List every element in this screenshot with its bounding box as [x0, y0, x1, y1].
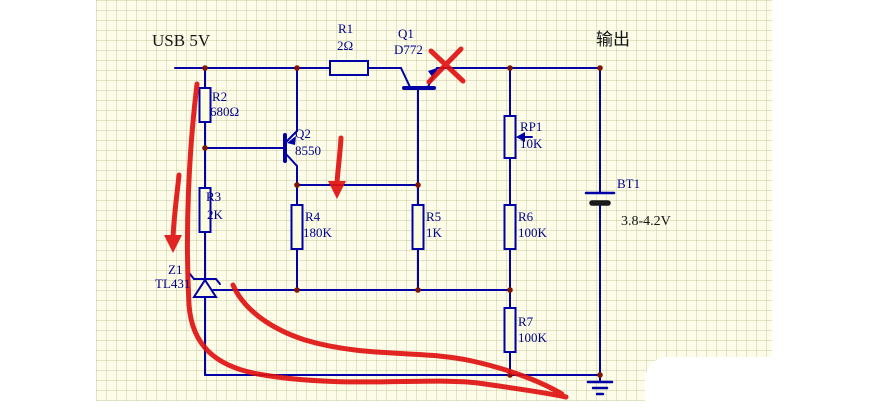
r5-value-label: 1K: [426, 225, 442, 240]
bt1-ref-label: BT1: [617, 176, 641, 191]
rp1-ref-label: RP1: [520, 119, 543, 134]
r6-value-label: 100K: [518, 225, 547, 240]
rp1-body: [503, 115, 517, 159]
z1-zener-tick-left: [189, 273, 195, 280]
junction-dot: [415, 287, 421, 293]
power-label: USB 5V: [152, 31, 211, 50]
junction-dot: [507, 65, 513, 71]
q2-value-label: 8550: [295, 143, 321, 158]
junction-dot: [507, 287, 513, 293]
junction-dot: [597, 372, 603, 378]
resistor-r1-body: [329, 60, 369, 76]
resistor-r6-body: [503, 204, 517, 250]
r1-value-label: 2Ω: [337, 38, 354, 53]
junction-dots: [202, 65, 603, 378]
battery-bt1: [584, 67, 616, 376]
q2-collector-lead: [285, 153, 298, 167]
junction-dot: [597, 65, 603, 71]
r3-ref-label: R3: [206, 189, 222, 204]
q1-ref-label: Q1: [398, 26, 414, 41]
r4-ref-label: R4: [305, 209, 321, 224]
rp1-wiper-arrow: [516, 132, 525, 142]
ground-symbol: [586, 374, 614, 396]
r5-ref-label: R5: [426, 209, 442, 224]
junction-dot: [202, 145, 208, 151]
junction-dot: [294, 182, 300, 188]
q1-emitter-arrow: [428, 68, 437, 78]
resistor-r7-body: [503, 307, 517, 353]
red-arrow-middle: [334, 135, 344, 186]
red-stroke-long-left: [184, 81, 569, 400]
red-arrow-left: [170, 172, 182, 241]
q2-ref-label: Q2: [295, 126, 311, 141]
q2-emitter-arrow: [287, 136, 296, 145]
r7-value-label: 100K: [518, 330, 547, 345]
transistor-q2: [204, 67, 298, 186]
r3-value-label: 2K: [207, 207, 223, 222]
red-arrow-middle-head: [328, 181, 346, 199]
q1-left-lead: [400, 67, 411, 88]
z1-zener-tick-right: [215, 278, 221, 285]
junction-dot: [294, 287, 300, 293]
tl431-z1: [189, 273, 231, 376]
junction-dot: [294, 65, 300, 71]
q1-value-label: D772: [394, 42, 423, 57]
resistor-r5-body: [411, 204, 425, 250]
red-annotations-group: [164, 46, 569, 400]
q2-emitter-lead: [285, 130, 298, 143]
bt1-value-label: 3.8-4.2V: [621, 214, 671, 229]
z1-ref-label: Z1: [168, 262, 183, 277]
junction-dot: [415, 182, 421, 188]
r2-value-label: 680Ω: [210, 104, 240, 119]
potentiometer-rp1: [503, 67, 533, 206]
red-arrow-left-head: [164, 235, 182, 253]
rp1-value-label: 10K: [520, 136, 543, 151]
r4-value-label: 180K: [303, 225, 332, 240]
z1-triangle: [192, 278, 218, 298]
z1-value-label: TL431: [155, 276, 191, 291]
wires-group: [174, 60, 616, 396]
schematic-canvas: [96, 0, 772, 401]
resistor-r2-body: [198, 87, 212, 123]
r2-ref-label: R2: [212, 89, 228, 104]
junction-dot: [202, 65, 208, 71]
r1-ref-label: R1: [338, 21, 354, 36]
r6-ref-label: R6: [518, 209, 534, 224]
output-label: 输出: [596, 30, 630, 49]
resistor-r4-body: [290, 204, 304, 250]
r7-ref-label: R7: [518, 314, 534, 329]
transistor-q1: [400, 67, 438, 186]
eraser-white-patch: [645, 357, 772, 401]
red-stroke-long-bottom: [230, 282, 565, 397]
red-x-over-q1: [426, 46, 464, 85]
